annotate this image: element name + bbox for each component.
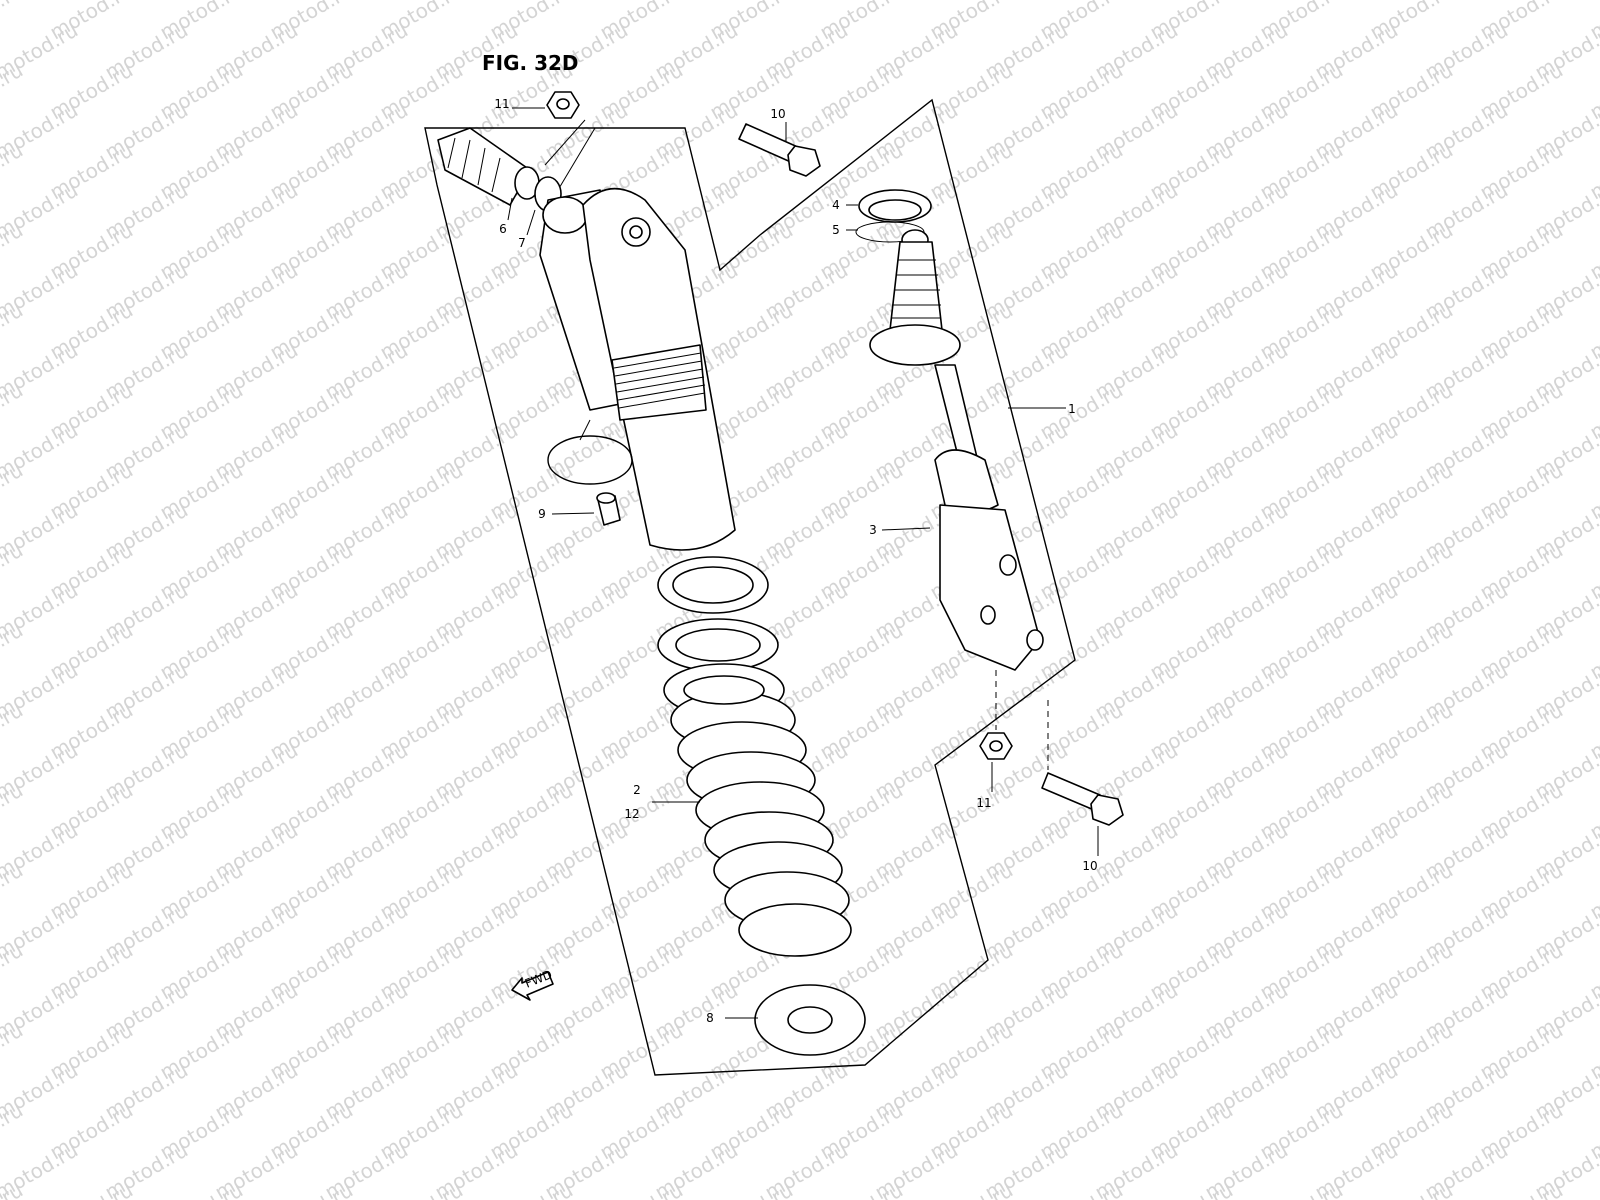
bolt-top: [738, 123, 821, 177]
watermark-text: motod.ru: [156, 1178, 247, 1200]
callout-label-c8: 8: [706, 1011, 714, 1025]
callout-label-c6: 6: [499, 222, 507, 236]
callouts-layer: 11 10 4 5 67 1 3 9 2 12 11 10 8: [494, 97, 1099, 1025]
callout-label-c5: 5: [832, 223, 840, 237]
shock-body: [582, 187, 736, 551]
circlip: [547, 419, 633, 485]
watermark-text: motod.ru: [486, 1178, 577, 1200]
spring-lock-ring: [657, 556, 779, 672]
callout-label-c7: 7: [518, 236, 526, 250]
watermark-text: motod.ru: [46, 1178, 137, 1200]
callout-leader-line: [551, 512, 595, 515]
damper-rod-assembly: [869, 229, 999, 514]
watermark-text: motod.ru: [1586, 1178, 1600, 1200]
assembly-outline: [424, 98, 1076, 1076]
callout-leader-line: [526, 209, 536, 236]
spring-coil: [738, 903, 852, 957]
lower-clevis: [939, 504, 1044, 671]
callout-leader-line: [507, 197, 513, 221]
valve-cap: [596, 492, 621, 526]
hex-nut-bottom: [979, 670, 1013, 760]
watermark-text: motod.ru: [1366, 1178, 1457, 1200]
watermark-text: motod.ru: [816, 1178, 907, 1200]
watermark-text: motod.ru: [1146, 1178, 1237, 1200]
callout-label-c9: 9: [538, 507, 546, 521]
watermark-text: motod.ru: [596, 1178, 687, 1200]
callout-label-c11b: 11: [976, 796, 991, 810]
figure-title: FIG. 32D: [482, 51, 579, 75]
callout-label-c12: 12: [624, 807, 639, 821]
watermark-text: motod.ru: [0, 0, 27, 44]
watermark-text: motod.ru: [376, 1178, 467, 1200]
callout-label-c3: 3: [869, 523, 877, 537]
watermark-text: motod.ru: [266, 1178, 357, 1200]
seal-rings: [855, 189, 932, 243]
callout-label-c11a: 11: [494, 97, 509, 111]
coil-spring: [663, 663, 852, 957]
bolt-bottom: [1041, 700, 1124, 826]
callout-label-c4: 4: [832, 198, 840, 212]
callout-leader-line: [881, 527, 931, 531]
spring-coil: [683, 675, 765, 705]
lower-spring-seat: [754, 984, 866, 1056]
watermark-text: motod.ru: [926, 1178, 1017, 1200]
callout-label-c10a: 10: [770, 107, 785, 121]
watermark-text: motod.ru: [706, 1178, 797, 1200]
hex-nut-top: [546, 91, 580, 119]
callout-label-c10b: 10: [1082, 859, 1097, 873]
watermark-text: motod.ru: [1476, 1178, 1567, 1200]
watermark-text: motod.ru: [1256, 1178, 1347, 1200]
callout-label-c1: 1: [1068, 402, 1076, 416]
callout-label-c2: 2: [633, 783, 641, 797]
watermark-text: motod.ru: [1036, 1178, 1127, 1200]
